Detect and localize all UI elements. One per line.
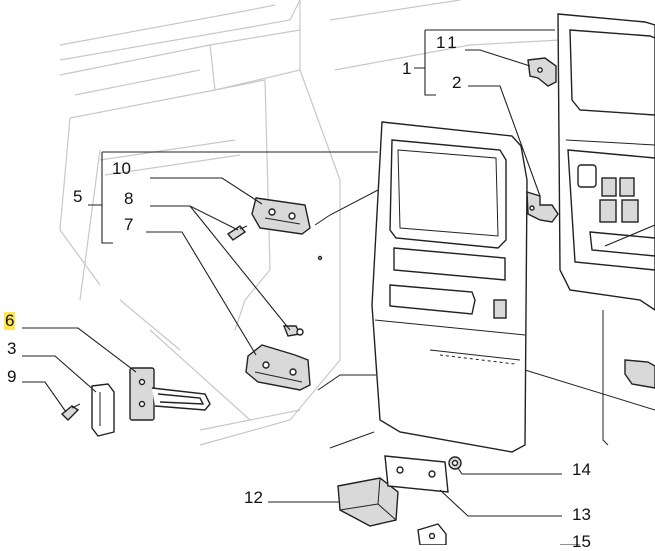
callout-15: 15 [572,532,591,551]
part-11-bracket [527,57,557,87]
callout-7: 7 [124,215,134,234]
left-rear-door [371,121,528,453]
callout-10: 10 [112,159,131,178]
part-10-upper-hinge [251,197,323,261]
leader-lines [22,29,580,546]
callout-11: 11 [436,33,460,52]
callout-8: 8 [124,189,134,208]
callout-2: 2 [452,73,462,92]
part-9-screw [60,403,81,421]
callout-14: 14 [572,460,591,479]
callout-13: 13 [572,505,591,524]
part-15-bracket [417,523,447,546]
part-14-nut [448,456,462,470]
part-7-lower-hinge [245,344,311,391]
part-12-buffer [337,477,399,527]
right-edge-hardware [624,359,655,389]
callout-12: 12 [244,488,263,507]
callout-1: 1 [402,59,412,78]
callout-9: 9 [7,367,17,386]
callout-5: 5 [73,187,83,206]
callout-3: 3 [7,339,17,358]
callout-6: 6 [4,311,16,330]
door-reference-lines [314,189,379,449]
part-8-screws [226,225,304,337]
part-3-striker [91,383,115,437]
part-6-door-check [129,367,211,421]
van-body-outline [59,0,561,446]
part-13-plate [384,455,449,493]
right-rear-door [524,13,655,446]
part-2-hinge [526,191,559,223]
